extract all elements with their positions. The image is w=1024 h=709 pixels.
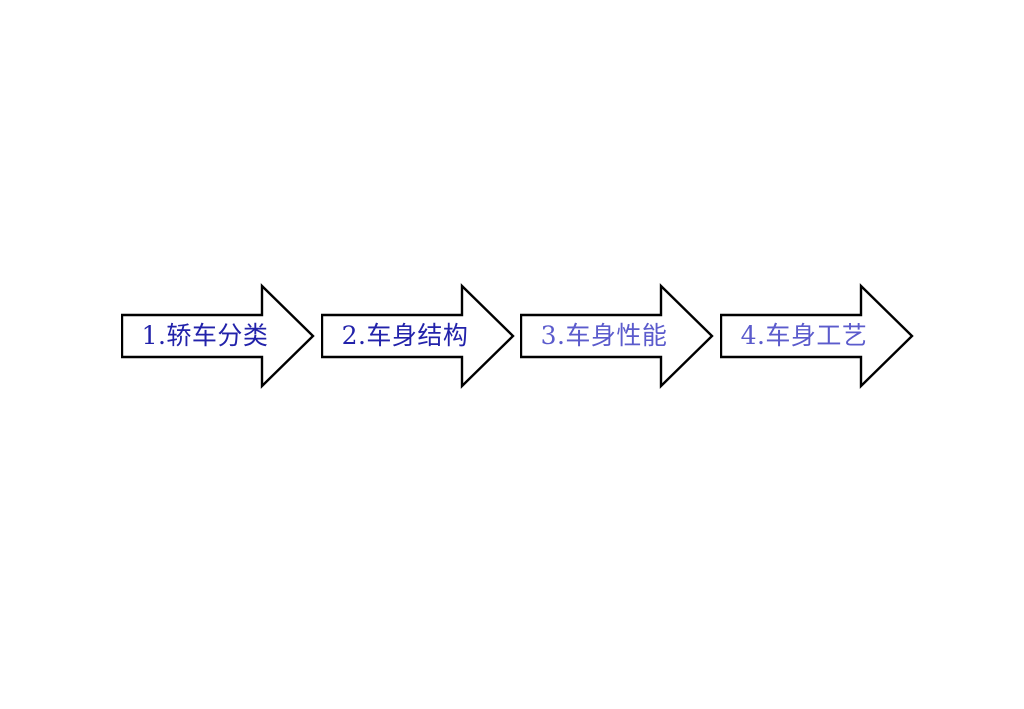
process-step-3[interactable]: 3.车身性能 <box>520 276 722 396</box>
chevron-arrow-shape-4 <box>720 283 914 389</box>
chevron-arrow-shape-2 <box>321 283 515 389</box>
process-step-1-label: 1.轿车分类 <box>141 321 269 351</box>
process-step-4-label: 4.车身工艺 <box>740 321 868 351</box>
process-flow-diagram: 1.轿车分类 2.车身结构 3.车身性能 4.车身工艺 <box>0 276 1024 396</box>
chevron-arrow-shape-1 <box>121 283 315 389</box>
process-step-3-label: 3.车身性能 <box>540 321 668 351</box>
chevron-arrow-shape-3 <box>520 283 714 389</box>
process-step-4[interactable]: 4.车身工艺 <box>720 276 922 396</box>
process-step-2[interactable]: 2.车身结构 <box>321 276 523 396</box>
process-step-1[interactable]: 1.轿车分类 <box>121 276 323 396</box>
process-step-2-label: 2.车身结构 <box>341 321 469 351</box>
